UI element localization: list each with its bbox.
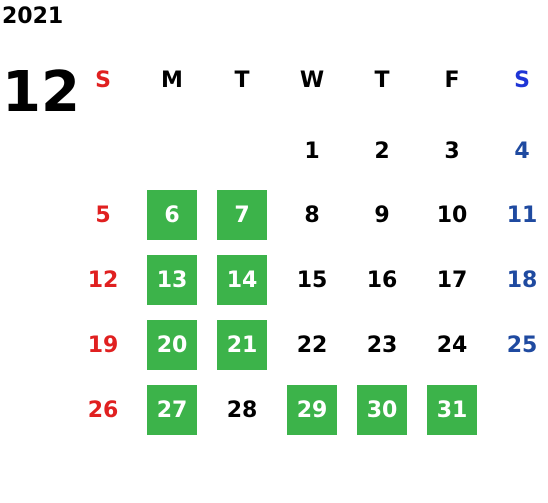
day-cell-26: 26 [87, 397, 119, 423]
weekday-header-wednesday: W [299, 67, 325, 93]
day-cell-4: 4 [514, 138, 530, 164]
day-cell-22: 22 [296, 332, 328, 358]
month-number: 12 [2, 60, 80, 125]
day-cell-8: 8 [304, 202, 320, 228]
day-cell-19: 19 [87, 332, 119, 358]
weekday-header-saturday: S [514, 67, 530, 93]
day-cell-31: 31 [427, 385, 477, 435]
day-cell-29: 29 [287, 385, 337, 435]
day-cell-30: 30 [357, 385, 407, 435]
weekday-header-monday: M [161, 67, 183, 93]
day-cell-10: 10 [436, 202, 468, 228]
day-cell-2: 2 [374, 138, 390, 164]
weekday-header-sunday: S [95, 67, 111, 93]
day-cell-14: 14 [217, 255, 267, 305]
day-cell-3: 3 [444, 138, 460, 164]
day-cell-16: 16 [366, 267, 398, 293]
day-cell-17: 17 [436, 267, 468, 293]
day-cell-9: 9 [374, 202, 390, 228]
day-cell-23: 23 [366, 332, 398, 358]
weekday-header-tuesday: T [234, 67, 250, 93]
day-cell-5: 5 [95, 202, 111, 228]
day-cell-11: 11 [506, 202, 538, 228]
day-cell-13: 13 [147, 255, 197, 305]
day-cell-15: 15 [296, 267, 328, 293]
day-cell-1: 1 [304, 138, 320, 164]
day-cell-24: 24 [436, 332, 468, 358]
day-cell-7: 7 [217, 190, 267, 240]
day-cell-21: 21 [217, 320, 267, 370]
weekday-header-thursday: T [374, 67, 390, 93]
day-cell-12: 12 [87, 267, 119, 293]
year-label: 2021 [2, 4, 64, 29]
day-cell-27: 27 [147, 385, 197, 435]
weekday-header-friday: F [444, 67, 460, 93]
day-cell-20: 20 [147, 320, 197, 370]
day-cell-6: 6 [147, 190, 197, 240]
day-cell-18: 18 [506, 267, 538, 293]
day-cell-28: 28 [226, 397, 258, 423]
day-cell-25: 25 [506, 332, 538, 358]
